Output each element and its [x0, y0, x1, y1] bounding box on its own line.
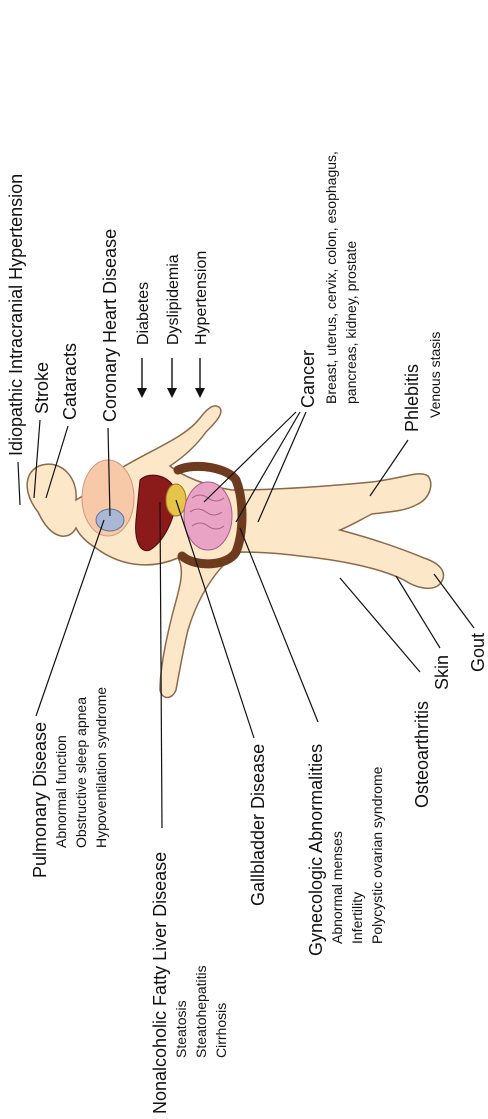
label-cancer: Cancer [298, 350, 318, 408]
label-nafld-2: Steatohepatitis [193, 965, 209, 1058]
label-dyslipidemia: Dyslipidemia [165, 254, 182, 345]
leader-gout [434, 574, 474, 628]
label-cancer-sites-1: Breast, uterus, cervix, colon, esophagus… [323, 151, 339, 404]
labels: Idiopathic Intracranial Hypertension Str… [6, 151, 488, 1114]
arrows [137, 358, 205, 398]
arrow-dyslipidemia-icon [167, 358, 177, 398]
small-intestine [184, 482, 232, 550]
label-iih: Idiopathic Intracranial Hypertension [6, 174, 26, 456]
label-nafld: Nonalcoholic Fatty Liver Disease [150, 852, 170, 1114]
label-gyn: Gynecologic Abnormalities [306, 744, 326, 956]
label-gyn-1: Abnormal menses [329, 831, 345, 944]
label-hypertension: Hypertension [193, 251, 210, 345]
label-pulm-2: Obstructive sleep apnea [73, 697, 89, 848]
label-gallbladder: Gallbladder Disease [248, 744, 268, 906]
label-chd: Coronary Heart Disease [100, 229, 120, 422]
label-venous-stasis: Venous stasis [427, 332, 443, 418]
label-nafld-3: Cirrhosis [213, 1003, 229, 1058]
leader-iih [18, 462, 20, 505]
arrow-hypertension-icon [195, 358, 205, 398]
label-cataracts: Cataracts [60, 343, 80, 420]
label-pulmonary: Pulmonary Disease [30, 722, 50, 878]
label-pulm-1: Abnormal function [53, 735, 69, 848]
label-gyn-2: Infertility [349, 892, 365, 944]
label-skin: Skin [432, 655, 452, 690]
label-pulm-3: Hypoventilation syndrome [93, 687, 109, 848]
arrow-diabetes-icon [137, 358, 147, 398]
leader-osteoarthritis [340, 578, 420, 672]
label-osteoarthritis: Osteoarthritis [412, 701, 432, 808]
leader-pulmonary [36, 520, 104, 716]
label-cancer-sites-2: pancreas, kidney, prostate [343, 241, 359, 404]
label-gout: Gout [468, 633, 488, 672]
label-phlebitis: Phlebitis [402, 364, 422, 432]
label-stroke: Stroke [32, 362, 52, 414]
label-diabetes: Diabetes [135, 282, 152, 345]
label-gyn-3: Polycystic ovarian syndrome [369, 766, 385, 944]
label-nafld-1: Steatosis [173, 1000, 189, 1058]
